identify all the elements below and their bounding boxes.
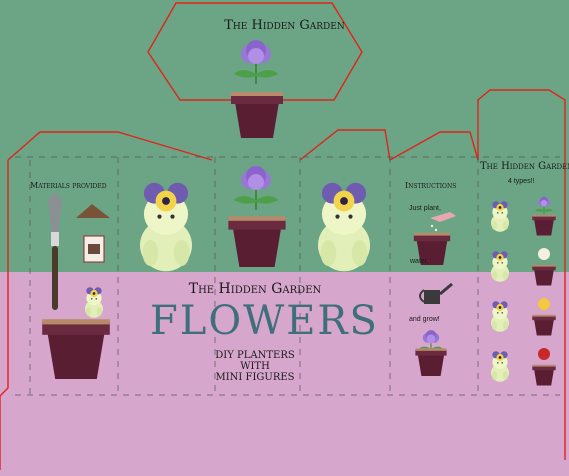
fold-lines — [15, 156, 560, 396]
type-1 — [491, 196, 556, 236]
subtitle-line-1: DIY PLANTERS — [215, 350, 295, 361]
materials-pot-icon — [42, 319, 110, 379]
step-plant: Just plant, — [409, 205, 441, 212]
brand-title: The Hidden Garden — [188, 281, 322, 297]
cut-outline — [0, 2, 566, 470]
type-3 — [491, 298, 556, 336]
side-title: The Hidden Garden — [480, 161, 569, 172]
top-flower-pot — [231, 39, 283, 138]
trowel-icon — [48, 192, 62, 310]
watering-can-icon — [419, 282, 453, 304]
instructions-heading: Instructions — [405, 181, 457, 190]
hand-seed-icon — [430, 212, 456, 232]
soil-bag-icon — [76, 204, 110, 218]
type-4 — [491, 348, 556, 386]
subtitle-line-2: WITH — [240, 361, 270, 372]
subtitle: DIY PLANTERS WITH MINI FIGURES — [150, 350, 360, 383]
step-grow: and grow! — [409, 316, 440, 323]
subtitle-line-3: MINI FIGURES — [215, 372, 295, 383]
top-title: The Hidden Garden — [224, 18, 345, 33]
product-title: FLOWERS — [150, 298, 379, 344]
type-2 — [491, 248, 556, 286]
step-water: water, — [410, 258, 429, 265]
instructions-flower-icon — [415, 329, 447, 376]
types-label: 4 types!! — [508, 178, 535, 185]
figure-small-icon — [85, 287, 103, 318]
front-flower-pot — [228, 165, 286, 267]
materials-heading: Materials provided — [30, 181, 107, 190]
figure-left — [140, 182, 192, 272]
figure-right — [318, 182, 370, 272]
seed-packet-icon — [83, 235, 105, 263]
